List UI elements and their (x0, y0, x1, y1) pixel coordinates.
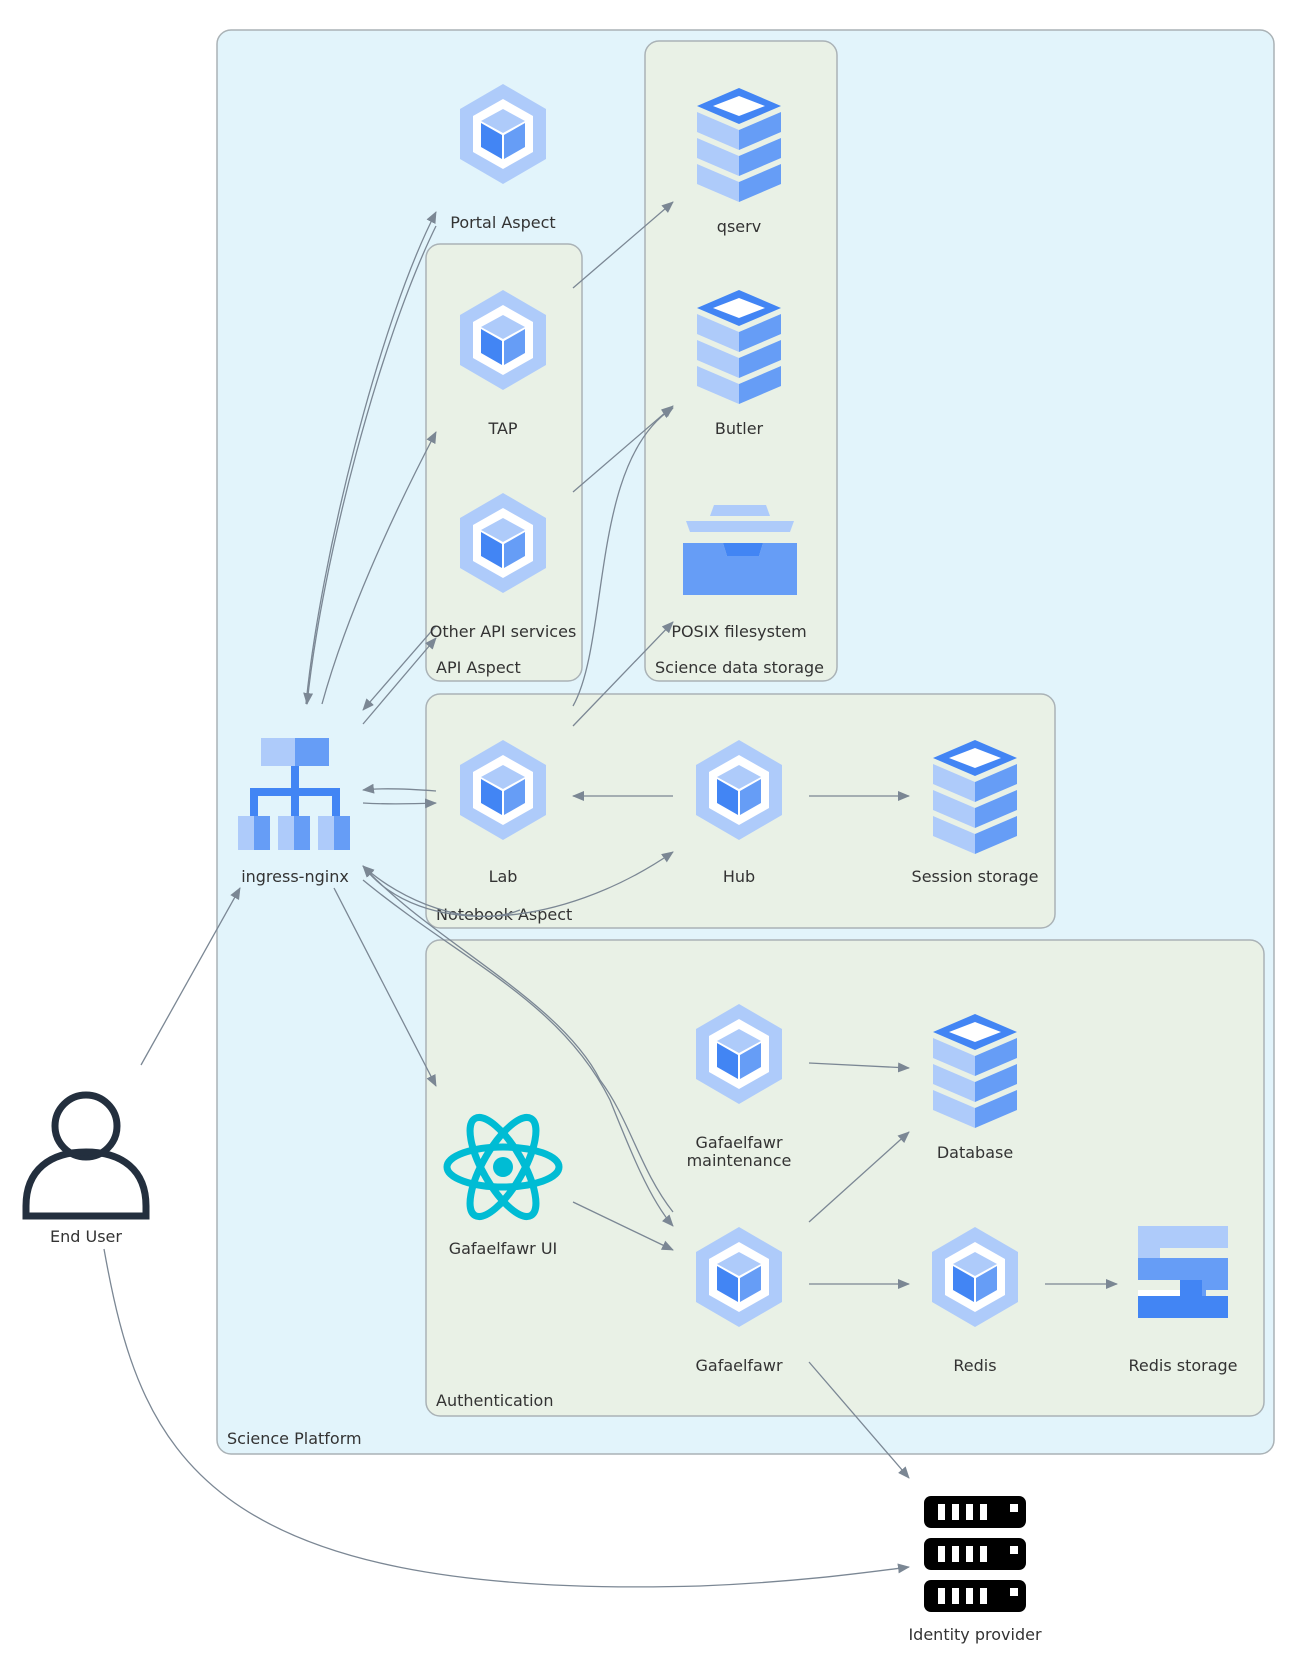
node-ingress-nginx: ingress-nginx (238, 738, 350, 886)
node-label-database: Database (937, 1143, 1013, 1162)
node-butler: Butler (697, 290, 781, 438)
edge-tap-to-qserv (572, 201, 674, 289)
node-label-end-user: End User (50, 1227, 122, 1246)
node-tap: TAP (460, 290, 546, 438)
edge-maintenance-to-database (808, 1062, 910, 1073)
node-redis: Redis (932, 1227, 1018, 1375)
node-label-posix-filesystem: POSIX filesystem (671, 622, 806, 641)
server-rack-icon (924, 1496, 1026, 1612)
edge-ingress-to-gafaelfawr (362, 879, 674, 1227)
edge-ingress-to-lab (362, 798, 437, 809)
edge-portal-to-ingress (303, 225, 437, 705)
node-end-user: End User (22, 1091, 150, 1246)
node-label-hub: Hub (723, 867, 755, 886)
cluster-label-science-platform: Science Platform (227, 1429, 362, 1448)
node-gafaelfawr-ui: Gafaelfawr UI (443, 1113, 563, 1258)
cluster-label-api-aspect: API Aspect (436, 658, 521, 677)
edge-ingress-to-gafaelfawr-ui (333, 887, 437, 1087)
node-posix-filesystem: POSIX filesystem (671, 505, 807, 641)
node-label-ingress-nginx: ingress-nginx (241, 867, 349, 886)
node-label-portal-aspect: Portal Aspect (450, 213, 555, 232)
edge-lab-to-posix (572, 621, 674, 727)
edge-user-to-ingress (140, 887, 241, 1066)
edge-gafaelfawr-ui-to-gafaelfawr (572, 1201, 674, 1251)
edge-ingress-to-tap (321, 431, 437, 705)
node-gafaelfawr-maintenance: Gafaelfawr maintenance (687, 1004, 792, 1170)
load-balancer-icon (238, 738, 350, 850)
node-label-identity-provider: Identity provider (908, 1625, 1041, 1644)
memorystore-icon (1138, 1226, 1228, 1318)
node-database: Database (933, 1014, 1017, 1162)
storage-icon (933, 740, 1017, 854)
node-qserv: qserv (697, 88, 781, 236)
storage-icon (697, 88, 781, 202)
node-label-gafaelfawr-maintenance-line2: maintenance (687, 1151, 792, 1170)
edge-gafaelfawr-to-ingress (362, 865, 674, 1213)
filing-cabinet-icon (683, 505, 797, 595)
cluster-label-authentication: Authentication (436, 1391, 553, 1410)
node-identity-provider: Identity provider (908, 1496, 1042, 1644)
node-label-other-api-services: Other API services (430, 622, 577, 641)
node-hub: Hub (696, 740, 782, 886)
node-label-redis: Redis (953, 1356, 996, 1375)
user-icon (22, 1091, 150, 1220)
cluster-authentication: Authentication (425, 939, 1265, 1417)
node-label-gafaelfawr-maintenance-line1: Gafaelfawr (695, 1133, 782, 1152)
edge-lab-to-butler (572, 407, 674, 707)
node-label-redis-storage: Redis storage (1128, 1356, 1237, 1375)
edge-hub-to-ingress (362, 865, 521, 918)
node-label-tap: TAP (487, 419, 517, 438)
node-lab: Lab (460, 740, 546, 886)
node-other-api-services: Other API services (430, 493, 577, 641)
node-label-lab: Lab (489, 867, 518, 886)
node-session-storage: Session storage (912, 740, 1039, 886)
edges (103, 201, 1118, 1588)
node-redis-storage: Redis storage (1128, 1226, 1238, 1375)
node-label-butler: Butler (715, 419, 764, 438)
node-gafaelfawr: Gafaelfawr (695, 1227, 783, 1375)
node-label-qserv: qserv (717, 217, 761, 236)
edge-lab-to-ingress (362, 783, 437, 794)
edge-ingress-to-other-api (362, 637, 437, 725)
edge-gafaelfawr-to-idp (808, 1361, 910, 1479)
edge-ingress-to-portal (305, 211, 437, 705)
cluster-label-science-data-storage: Science data storage (655, 658, 824, 677)
storage-icon (933, 1014, 1017, 1128)
node-label-gafaelfawr-ui: Gafaelfawr UI (449, 1239, 558, 1258)
node-label-session-storage: Session storage (912, 867, 1039, 886)
node-label-gafaelfawr: Gafaelfawr (695, 1356, 782, 1375)
storage-icon (697, 290, 781, 404)
edge-other-api-to-butler (572, 405, 674, 493)
edge-gafaelfawr-to-database (808, 1131, 910, 1223)
edge-other-api-to-ingress (362, 625, 437, 711)
node-portal-aspect: Portal Aspect (450, 84, 556, 232)
edge-user-to-idp (103, 1248, 910, 1588)
react-icon (443, 1113, 563, 1221)
